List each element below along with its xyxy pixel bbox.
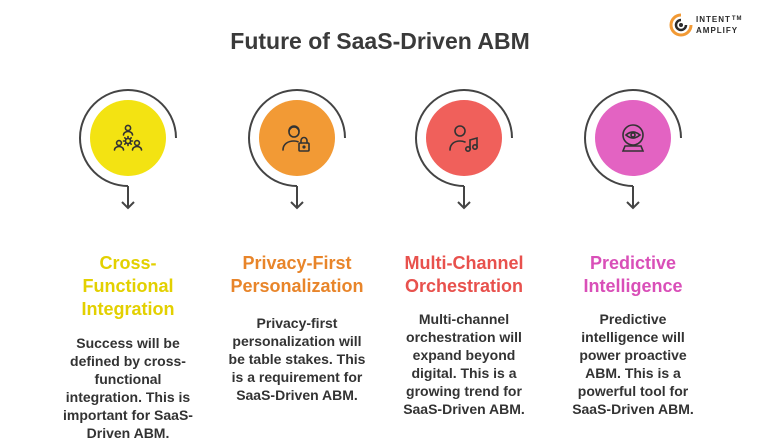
item-description: Privacy-first personalization will be ta… (228, 315, 366, 403)
item-heading: Multi-Channel Orchestration (404, 253, 524, 296)
item-heading: Privacy-First Personalization (230, 253, 364, 296)
logo-line2: AMPLIFY (696, 26, 739, 35)
item-privacy-first: Privacy-First Personalization Privacy-fi… (222, 0, 372, 448)
icon-circle (595, 100, 671, 176)
item-description: Multi-channel orchestration will expand … (403, 311, 525, 417)
frame-connector (415, 88, 513, 210)
team-gear-icon (113, 124, 143, 151)
item-cross-functional: Cross- Functional Integration Success wi… (53, 0, 203, 448)
item-description: Predictive intelligence will power proac… (572, 311, 694, 417)
page-title: Future of SaaS-Driven ABM (230, 28, 530, 54)
user-music-icon (449, 125, 478, 152)
logo-line1: INTENT (696, 15, 731, 24)
frame-connector (584, 88, 682, 210)
item-predictive: Predictive Intelligence Predictive intel… (558, 0, 708, 448)
frame-connector (79, 88, 177, 210)
intent-amplify-logo: INTENTTM AMPLIFY (668, 10, 754, 42)
icon-circle (259, 100, 335, 176)
logo-trademark: TM (731, 16, 743, 22)
icon-circle (90, 100, 166, 176)
item-multi-channel: Multi-Channel Orchestration Multi-channe… (389, 0, 539, 448)
user-lock-icon (282, 125, 310, 152)
frame-connector (248, 88, 346, 210)
item-description: Success will be defined by cross- functi… (63, 335, 193, 441)
icon-circle (426, 100, 502, 176)
item-heading: Cross- Functional Integration (81, 253, 175, 319)
logo-mark-icon (669, 13, 693, 37)
item-heading: Predictive Intelligence (583, 253, 683, 296)
crystal-ball-eye-icon (621, 124, 645, 152)
